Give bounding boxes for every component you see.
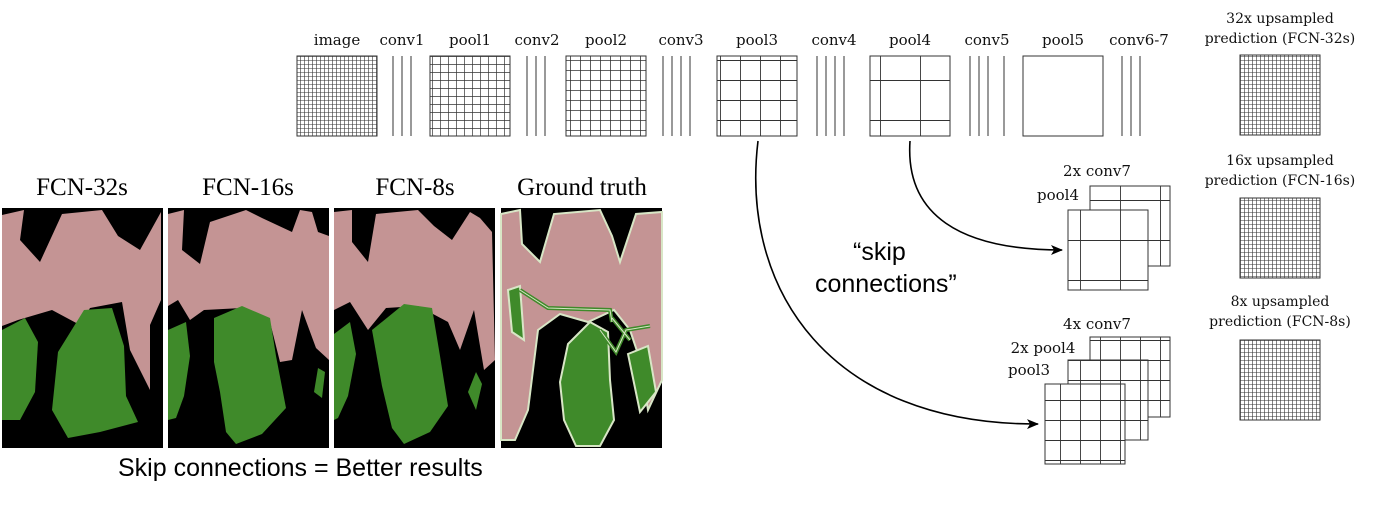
- panel-title-fcn32s: FCN-32s: [36, 174, 128, 201]
- output-label-fcn8s-line1: 8x upsampled: [1230, 294, 1330, 310]
- output-label-fcn8s-line2: prediction (FCN-8s): [1209, 314, 1351, 330]
- panel-title-fcn8s: FCN-8s: [375, 174, 455, 201]
- layer-label-pool5: pool5: [1041, 31, 1085, 49]
- conv4-lines: [816, 56, 845, 136]
- pool2-grid: [565, 55, 647, 137]
- skip-arrow-pool3: [754, 140, 1039, 430]
- output-label-fcn16s: 16x upsampled prediction (FCN-16s): [1205, 151, 1356, 191]
- fcn8-pool3-label: pool3: [1007, 361, 1051, 379]
- pool5-box: [1022, 55, 1104, 137]
- layer-label-pool1: pool1: [448, 31, 492, 49]
- output-label-fcn16s-line1: 16x upsampled: [1226, 153, 1334, 169]
- conv1-lines: [392, 56, 412, 136]
- pool1-grid: [429, 55, 511, 137]
- skip-connections-label-line2: connections”: [815, 270, 957, 298]
- layer-label-conv5: conv5: [964, 31, 1010, 49]
- output-label-fcn32s-line1: 32x upsampled: [1226, 11, 1334, 27]
- panel-fcn16s: [168, 208, 329, 448]
- prediction-fcn16s: [1239, 197, 1321, 279]
- skip-connections-label: “skip connections”: [815, 236, 957, 300]
- layer-label-conv6-7: conv6-7: [1109, 31, 1169, 49]
- conv2-lines: [526, 56, 546, 136]
- layer-label-conv4: conv4: [811, 31, 857, 49]
- pool4-grid: [869, 55, 951, 137]
- output-label-fcn8s: 8x upsampled prediction (FCN-8s): [1209, 292, 1351, 332]
- layer-label-image: image: [313, 31, 361, 49]
- skip-arrow-pool4: [908, 140, 1063, 255]
- layer-label-pool3: pool3: [735, 31, 779, 49]
- conv5-lines: [969, 56, 1005, 136]
- layer-label-conv3: conv3: [658, 31, 704, 49]
- fcn16-conv7-label: 2x conv7: [1063, 162, 1131, 180]
- layer-label-conv2: conv2: [514, 31, 560, 49]
- conv6-7-lines: [1121, 56, 1141, 136]
- panel-fcn8s: [334, 208, 495, 448]
- panel-title-fcn16s: FCN-16s: [202, 174, 294, 201]
- panel-title-ground-truth: Ground truth: [517, 174, 647, 201]
- prediction-fcn8s: [1239, 339, 1321, 421]
- skip-connections-label-line1: “skip: [853, 238, 906, 266]
- layer-label-pool4: pool4: [888, 31, 932, 49]
- prediction-fcn32s: [1239, 54, 1321, 136]
- conv3-lines: [662, 56, 691, 136]
- layer-label-pool2: pool2: [584, 31, 628, 49]
- pool3-grid: [716, 55, 798, 137]
- layer-label-conv1: conv1: [379, 31, 425, 49]
- fcn8-pool4-label: 2x pool4: [1010, 339, 1076, 357]
- fcn8-conv7-label: 4x conv7: [1063, 315, 1131, 333]
- output-label-fcn32s-line2: prediction (FCN-32s): [1204, 31, 1356, 47]
- fcn16-pool4-label: pool4: [1036, 186, 1080, 204]
- output-label-fcn32s: 32x upsampled prediction (FCN-32s): [1205, 9, 1356, 49]
- comparison-caption: Skip connections = Better results: [118, 454, 483, 482]
- output-label-fcn16s-line2: prediction (FCN-16s): [1204, 173, 1356, 189]
- panel-ground-truth: [500, 208, 663, 448]
- image-grid: [296, 55, 378, 137]
- panel-fcn32s: [2, 208, 163, 448]
